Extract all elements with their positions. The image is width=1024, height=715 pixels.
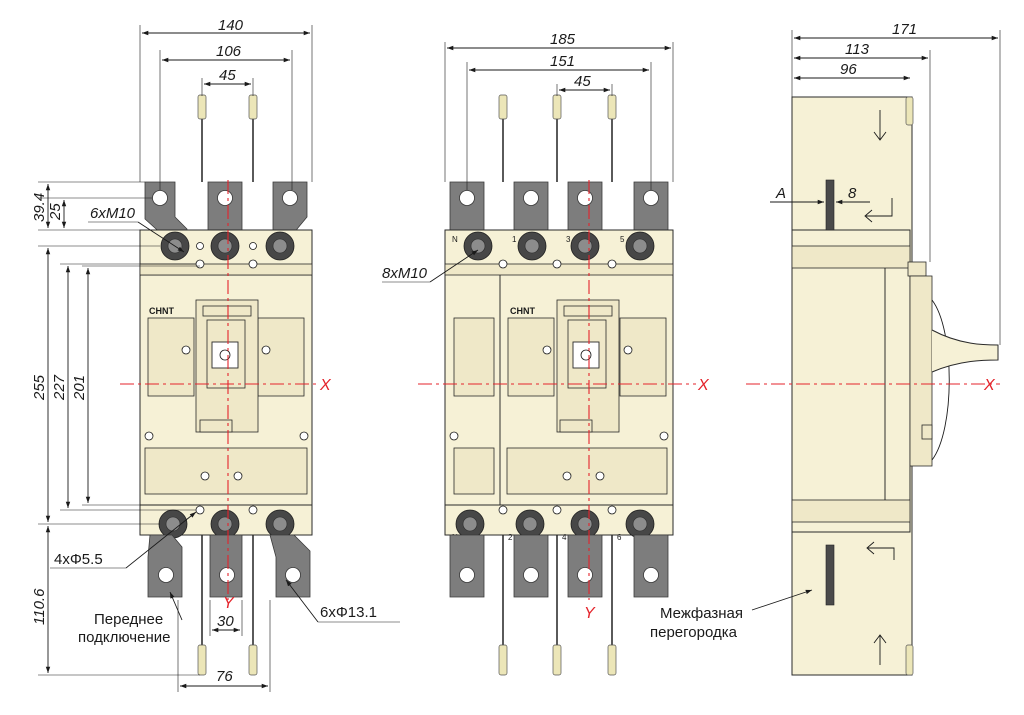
front-cover: CHNT [144, 299, 309, 495]
front-view-4-pole: N 1 3 5 CHNT [382, 31, 710, 676]
callout-front-connection-line2: подключение [78, 629, 170, 646]
callout-screws-6xm10: 6xM10 [90, 205, 136, 222]
y-axis-label-4p: Y [584, 605, 596, 622]
dim-width-45-4p: 45 [574, 73, 591, 90]
bottom-rods [197, 530, 258, 676]
pole-label-top-5: 5 [620, 235, 625, 244]
dim-depth-171: 171 [892, 21, 917, 38]
dim-width-76: 76 [216, 668, 233, 685]
dim-height-255: 255 [31, 374, 48, 401]
dim-depth-113: 113 [845, 41, 870, 58]
side-body [791, 229, 911, 533]
dim-height-25: 25 [47, 203, 64, 221]
front-cover-4p: CHNT [449, 299, 669, 495]
top-dimensions-4p: 185 151 45 [444, 31, 674, 190]
brand-label-4p: CHNT [510, 306, 535, 316]
bottom-terminal-block-4p: N 2 4 6 [444, 504, 674, 542]
x-axis-label-4p: X [697, 377, 710, 394]
pole-label-top-n: N [452, 235, 458, 244]
barrier-arrows [864, 110, 895, 665]
dim-height-110-6: 110.6 [31, 588, 48, 625]
callout-phase-barrier-line2: перегородка [650, 624, 738, 641]
dim-width-140: 140 [218, 17, 244, 34]
top-terminal-block-4p: N 1 3 5 [444, 231, 674, 276]
dim-width-151: 151 [550, 53, 575, 70]
callout-holes-4x5-5: 4xΦ5.5 [54, 551, 103, 568]
dim-height-227: 227 [51, 374, 68, 401]
dim-width-106: 106 [216, 43, 242, 60]
callouts: 6xM10 4xΦ5.5 6xΦ13.1 Переднее подключени… [50, 205, 400, 646]
x-axis-label: X [319, 377, 332, 394]
bottom-dimensions: 30 76 [177, 600, 271, 692]
pole-label-top-1: 1 [512, 235, 517, 244]
pole-label-bottom-6: 6 [617, 533, 622, 542]
callout-holes-6x13-1: 6xΦ13.1 [320, 604, 377, 621]
dim-width-45: 45 [219, 67, 236, 84]
top-dimensions-side: 171 113 96 A 8 [770, 21, 1001, 345]
brand-label: CHNT [149, 306, 174, 316]
dim-height-201: 201 [71, 375, 88, 401]
top-dimensions: 140 106 45 [139, 17, 313, 190]
dim-width-185: 185 [550, 31, 576, 48]
top-terminal-block [139, 229, 313, 276]
pole-label-bottom-4: 4 [562, 533, 567, 542]
x-axis-label-side: X [983, 377, 996, 394]
dim-width-8: 8 [848, 185, 857, 202]
pole-label-top-3: 3 [566, 235, 571, 244]
bottom-rods-4p [498, 530, 617, 676]
left-dimensions: 39.4 25 255 227 201 110.6 [31, 181, 200, 676]
callout-front-connection-line1: Переднее [94, 611, 163, 628]
top-busbars [144, 181, 308, 238]
callouts-side: Межфазная перегородка [650, 589, 813, 641]
callouts-4p: 8xM10 [382, 249, 479, 283]
front-view-3-pole: CHNT X Y 140 [31, 17, 400, 692]
dim-height-39-4: 39.4 [31, 193, 48, 222]
top-rods [197, 94, 258, 182]
callout-phase-barrier-line1: Межфазная [660, 605, 743, 622]
bottom-busbars-4p [449, 534, 669, 598]
y-axis-label: Y [223, 595, 235, 612]
bottom-busbars [147, 534, 311, 598]
pole-label-bottom-2: 2 [508, 533, 513, 542]
callout-screws-8xm10: 8xM10 [382, 265, 428, 282]
side-view: X 171 113 96 A 8 Межфазная перегородка [650, 21, 1001, 676]
dim-width-30: 30 [217, 613, 234, 630]
top-busbars-4p [449, 181, 669, 231]
dim-depth-96: 96 [840, 61, 857, 78]
dim-a-label: A [775, 185, 786, 202]
top-rods-4p [498, 94, 617, 182]
